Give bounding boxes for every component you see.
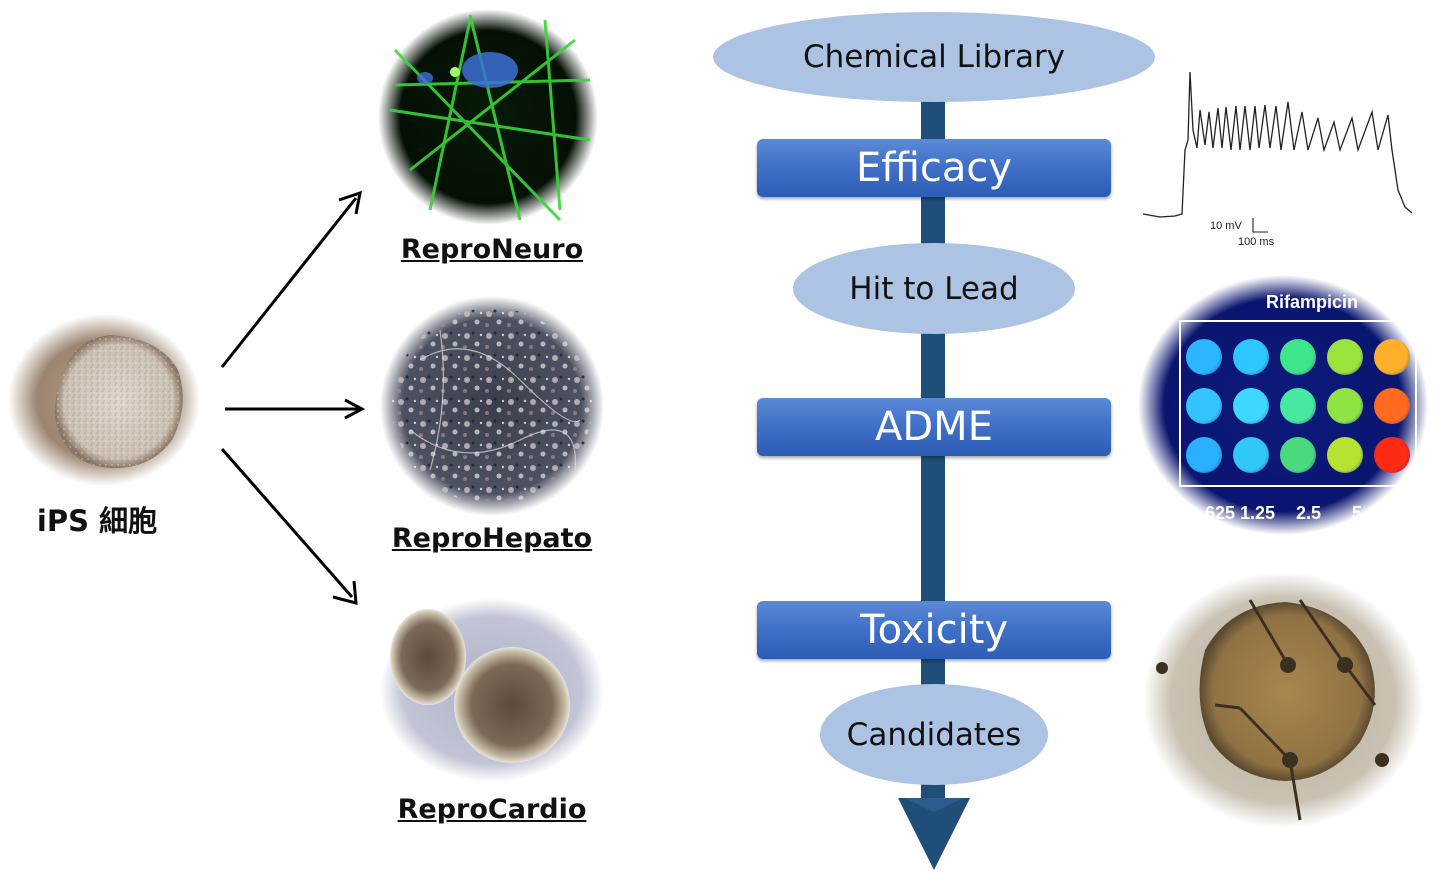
cell-type-label-neuro[interactable]: ReproNeuro: [400, 234, 584, 265]
assay-well: [1186, 388, 1222, 424]
assay-well: [1186, 437, 1222, 473]
assay-well: [1374, 339, 1410, 375]
assay-concentration-2: 1.25: [1240, 503, 1276, 523]
assay-well: [1327, 437, 1363, 473]
assay-concentration-4: 5: [1352, 503, 1363, 523]
toxicity-stage: Toxicity: [757, 601, 1111, 659]
assay-well: [1374, 388, 1410, 424]
assay-concentration-1: .625: [1200, 503, 1236, 523]
adme-label: ADME: [875, 404, 993, 450]
assay-well: [1233, 437, 1269, 473]
assay-well: [1280, 339, 1316, 375]
efficacy-label: Efficacy: [855, 145, 1013, 191]
hepato-image: [380, 296, 604, 516]
assay-well: [1186, 339, 1222, 375]
assay-well: [1280, 437, 1316, 473]
cardio-image: [380, 598, 604, 782]
assay-well: [1233, 339, 1269, 375]
toxicity-label: Toxicity: [859, 607, 1009, 653]
cell-type-label-hepato[interactable]: ReproHepato: [391, 523, 593, 554]
differentiation-arrows: [220, 190, 366, 605]
action-potential-trace: [1142, 71, 1413, 233]
trace-scale-mv: 10 mV: [1210, 220, 1242, 232]
assay-well: [1374, 437, 1410, 473]
ips-colony-image: [8, 314, 200, 486]
assay-well: [1327, 339, 1363, 375]
chemical-library-label: Chemical Library: [802, 39, 1066, 75]
candidates-node: Candidates: [820, 684, 1048, 785]
chemical-library-node: Chemical Library: [713, 12, 1155, 102]
adme-stage: ADME: [757, 398, 1111, 456]
ips-cell-label: iPS 細胞: [36, 504, 158, 538]
candidates-label: Candidates: [846, 716, 1022, 753]
assay-well: [1280, 388, 1316, 424]
hit-to-lead-label: Hit to Lead: [849, 270, 1019, 307]
efficacy-stage: Efficacy: [757, 139, 1111, 197]
assay-well-grid: [1180, 321, 1416, 486]
assay-well: [1327, 388, 1363, 424]
trace-scale-ms: 100 ms: [1238, 236, 1275, 248]
assay-title: Rifampicin: [1266, 292, 1359, 312]
neuro-image: [378, 9, 598, 225]
cell-type-label-cardio[interactable]: ReproCardio: [397, 794, 587, 825]
assay-well: [1233, 388, 1269, 424]
mea-image: [1143, 572, 1423, 828]
hit-to-lead-node: Hit to Lead: [793, 243, 1075, 334]
assay-concentration-3: 2.5: [1296, 503, 1322, 523]
